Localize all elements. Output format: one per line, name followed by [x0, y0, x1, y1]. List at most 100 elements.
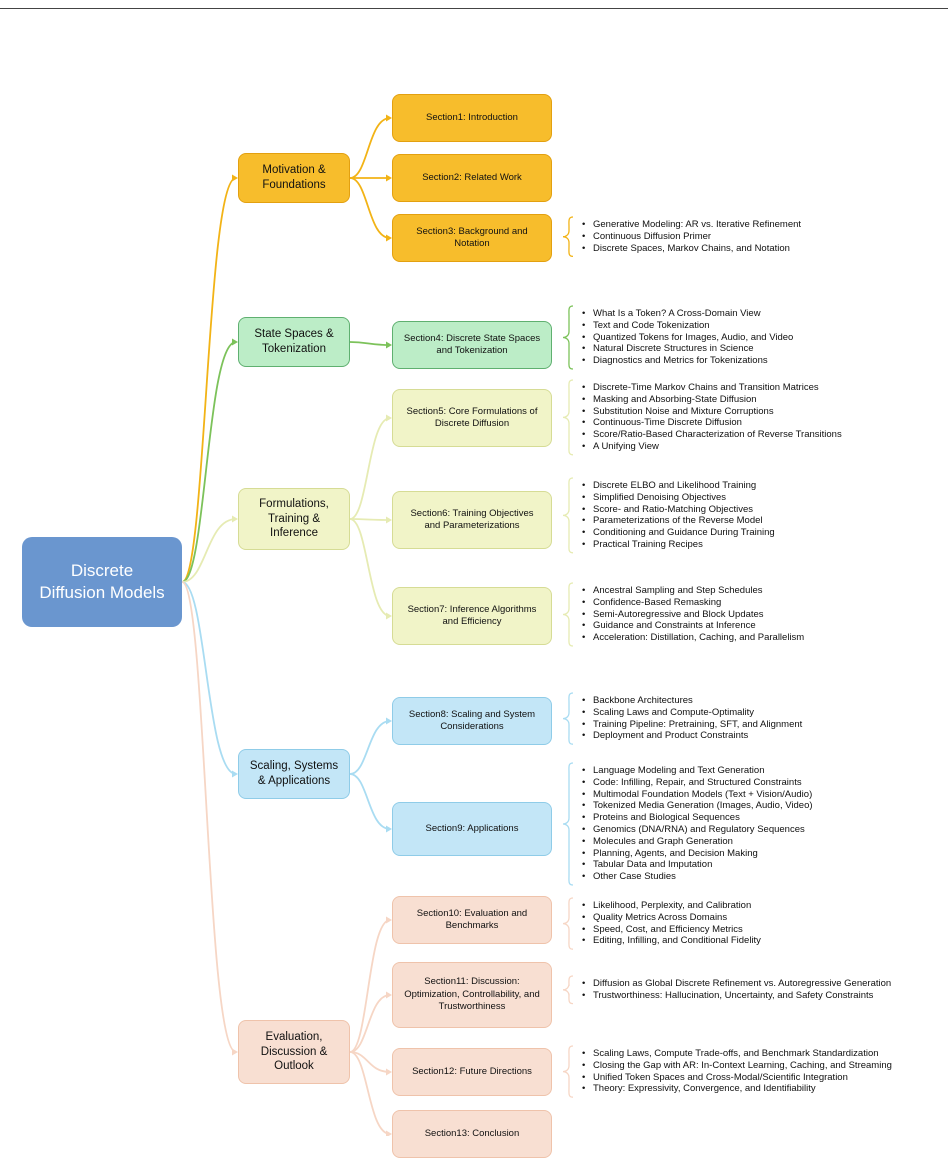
arrowhead — [386, 174, 392, 182]
topic-item: Closing the Gap with AR: In-Context Lear… — [582, 1060, 892, 1072]
section-node: Section2: Related Work — [392, 154, 552, 202]
section-node: Section9: Applications — [392, 802, 552, 856]
section-topic-list: Ancestral Sampling and Step SchedulesCon… — [582, 585, 804, 644]
topic-item: Genomics (DNA/RNA) and Regulatory Sequen… — [582, 824, 813, 836]
topic-item: Continuous Diffusion Primer — [582, 231, 801, 243]
topic-item: Text and Code Tokenization — [582, 320, 793, 332]
topic-item: Proteins and Biological Sequences — [582, 812, 813, 824]
root-to-category-connector — [181, 341, 237, 583]
topic-item: Likelihood, Perplexity, and Calibration — [582, 900, 761, 912]
section-node: Section8: Scaling and System Considerati… — [392, 697, 552, 745]
topic-item: Score- and Ratio-Matching Objectives — [582, 504, 775, 516]
topic-brace — [562, 897, 574, 950]
topic-item: Conditioning and Guidance During Trainin… — [582, 527, 775, 539]
section-topic-list: Discrete ELBO and Likelihood TrainingSim… — [582, 480, 775, 551]
section-topic-list: Backbone ArchitecturesScaling Laws and C… — [582, 695, 802, 742]
topic-item: Parameterizations of the Reverse Model — [582, 515, 775, 527]
top-rule — [0, 8, 948, 9]
topic-item: Discrete ELBO and Likelihood Training — [582, 480, 775, 492]
category-node: State Spaces & Tokenization — [238, 317, 350, 367]
topic-item: Tabular Data and Imputation — [582, 859, 813, 871]
arrowhead — [386, 1068, 392, 1076]
section-topic-list: Discrete-Time Markov Chains and Transiti… — [582, 382, 842, 453]
topic-item: Score/Ratio-Based Characterization of Re… — [582, 429, 842, 441]
section-topic-list: Diffusion as Global Discrete Refinement … — [582, 978, 891, 1002]
topic-item: Generative Modeling: AR vs. Iterative Re… — [582, 219, 801, 231]
topic-item: Masking and Absorbing-State Diffusion — [582, 394, 842, 406]
category-to-section-connector — [349, 919, 391, 1053]
topic-item: What Is a Token? A Cross-Domain View — [582, 308, 793, 320]
arrowhead — [386, 1130, 392, 1136]
topic-item: Code: Infilling, Repair, and Structured … — [582, 777, 813, 789]
topic-item: Diagnostics and Metrics for Tokenization… — [582, 355, 793, 367]
arrowhead — [232, 1048, 238, 1056]
section-node: Section4: Discrete State Spaces and Toke… — [392, 321, 552, 369]
topic-item: Quantized Tokens for Images, Audio, and … — [582, 332, 793, 344]
section-topic-list: Scaling Laws, Compute Trade-offs, and Be… — [582, 1048, 892, 1095]
section-node: Section7: Inference Algorithms and Effic… — [392, 587, 552, 645]
topic-brace — [562, 216, 574, 258]
section-topic-list: Language Modeling and Text GenerationCod… — [582, 765, 813, 883]
topic-item: Semi-Autoregressive and Block Updates — [582, 609, 804, 621]
arrowhead — [232, 174, 238, 182]
section-topic-list: Likelihood, Perplexity, and CalibrationQ… — [582, 900, 761, 947]
arrowhead — [386, 516, 392, 524]
category-to-section-connector — [349, 773, 391, 830]
category-to-section-connector — [349, 417, 391, 520]
arrowhead — [386, 234, 392, 242]
root-to-category-connector — [181, 581, 237, 775]
topic-brace — [562, 305, 574, 370]
topic-item: Language Modeling and Text Generation — [582, 765, 813, 777]
arrowhead — [386, 991, 392, 999]
topic-item: Guidance and Constraints at Inference — [582, 620, 804, 632]
category-to-section-connector — [349, 117, 391, 179]
topic-brace — [562, 975, 574, 1005]
topic-item: Planning, Agents, and Decision Making — [582, 848, 813, 860]
arrowhead — [386, 717, 392, 725]
topic-item: Molecules and Graph Generation — [582, 836, 813, 848]
section-node: Section3: Background and Notation — [392, 214, 552, 262]
topic-item: Deployment and Product Constraints — [582, 730, 802, 742]
root-node: Discrete Diffusion Models — [22, 537, 182, 627]
section-node: Section12: Future Directions — [392, 1048, 552, 1096]
arrowhead — [232, 770, 238, 778]
topic-item: Backbone Architectures — [582, 695, 802, 707]
topic-brace — [562, 379, 574, 456]
arrowhead — [232, 338, 238, 346]
category-node: Scaling, Systems & Applications — [238, 749, 350, 799]
section-topic-list: What Is a Token? A Cross-Domain ViewText… — [582, 308, 793, 367]
section-node: Section5: Core Formulations of Discrete … — [392, 389, 552, 447]
category-to-section-connector — [349, 518, 391, 617]
topic-item: Ancestral Sampling and Step Schedules — [582, 585, 804, 597]
arrowhead — [386, 612, 392, 620]
topic-item: Discrete-Time Markov Chains and Transiti… — [582, 382, 842, 394]
category-to-section-connector — [349, 341, 391, 346]
topic-item: Quality Metrics Across Domains — [582, 912, 761, 924]
root-to-category-connector — [181, 177, 237, 583]
topic-item: Editing, Infilling, and Conditional Fide… — [582, 935, 761, 947]
section-node: Section1: Introduction — [392, 94, 552, 142]
topic-brace — [562, 477, 574, 554]
arrowhead — [386, 916, 392, 924]
topic-item: Speed, Cost, and Efficiency Metrics — [582, 924, 761, 936]
topic-brace — [562, 1045, 574, 1098]
topic-brace — [562, 762, 574, 886]
topic-brace — [562, 582, 574, 647]
topic-item: Tokenized Media Generation (Images, Audi… — [582, 800, 813, 812]
root-to-category-connector — [181, 581, 237, 1053]
topic-item: Confidence-Based Remasking — [582, 597, 804, 609]
topic-item: Scaling Laws and Compute-Optimality — [582, 707, 802, 719]
arrowhead — [386, 825, 392, 833]
topic-item: Unified Token Spaces and Cross-Modal/Sci… — [582, 1072, 892, 1084]
category-node: Motivation & Foundations — [238, 153, 350, 203]
section-node: Section10: Evaluation and Benchmarks — [392, 896, 552, 944]
topic-item: Other Case Studies — [582, 871, 813, 883]
section-node: Section11: Discussion: Optimization, Con… — [392, 962, 552, 1028]
category-to-section-connector — [349, 1051, 391, 1135]
section-node: Section6: Training Objectives and Parame… — [392, 491, 552, 549]
arrowhead — [386, 114, 392, 122]
topic-item: Continuous-Time Discrete Diffusion — [582, 417, 842, 429]
topic-item: Multimodal Foundation Models (Text + Vis… — [582, 789, 813, 801]
topic-item: Discrete Spaces, Markov Chains, and Nota… — [582, 243, 801, 255]
